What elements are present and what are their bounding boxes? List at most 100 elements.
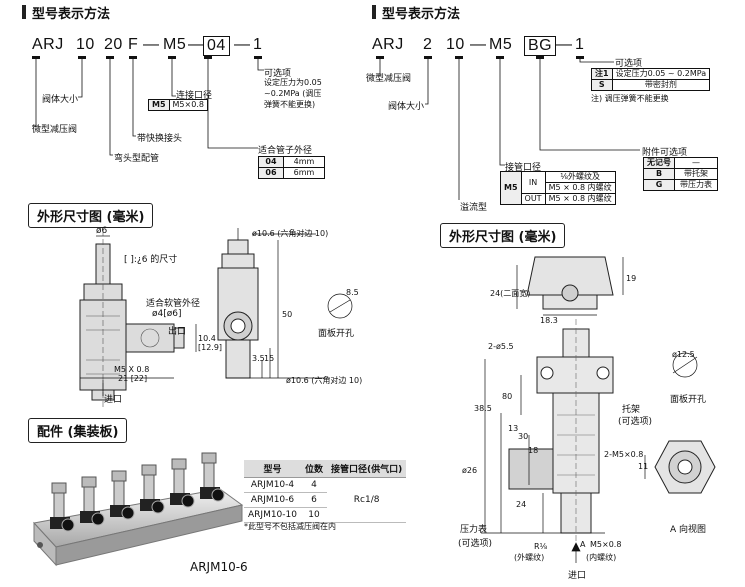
table-row: ARJM10-6 6: [244, 492, 406, 508]
right-dims-m5-sub: (内螺纹): [586, 553, 617, 562]
left-dims-50: 50: [282, 310, 293, 319]
manifold-image: [33, 452, 244, 567]
left-model-leaders: [32, 56, 264, 156]
left-micro-label: 微型减压阀: [32, 125, 78, 135]
left-port-val: M5×0.8: [168, 99, 208, 111]
left-elbow-label: 弯头型配管: [114, 154, 160, 164]
left-tube-val-06: 6mm: [283, 167, 325, 179]
right-opt-code-s: S: [591, 79, 613, 91]
acc-col-model: 型号: [244, 460, 301, 478]
left-dims-m5: M5 X 0.8: [114, 365, 150, 374]
right-acc-val-none: —: [674, 157, 718, 169]
right-dims-r18-sub: (外螺纹): [514, 553, 545, 562]
left-dims-panel: 面板开孔: [318, 329, 355, 339]
acc-stations: 6: [300, 492, 327, 508]
right-opt-label: 可选项: [615, 59, 643, 69]
right-port-in-v1: ⅛外螺纹及: [544, 171, 616, 183]
right-opt-val-1: 设定压力0.05 ~ 0.2MPa: [611, 68, 711, 80]
right-overflow-label: 溢流型: [460, 203, 488, 213]
right-acc-code-b: B: [643, 168, 675, 180]
acc-port: Rc1/8: [327, 477, 407, 523]
left-dims-tube-vals: ø4[ø6]: [152, 309, 182, 319]
right-port-in: IN: [520, 171, 546, 194]
left-dims-104: 10.4: [198, 334, 216, 343]
left-dims-tube-od: 适合软管外径: [146, 299, 201, 309]
right-dims-r18: R⅛: [534, 542, 548, 551]
left-dims-85: 8.5: [346, 288, 359, 297]
right-dims-11: 11: [638, 462, 649, 471]
left-tube-label: 适合管子外径: [258, 146, 313, 156]
right-body-label: 阀体大小: [388, 102, 425, 112]
left-port-label: 连接口径: [176, 91, 213, 101]
right-dims-drawing: [481, 256, 716, 563]
right-code-dash2: —: [556, 36, 573, 53]
left-dims-129: [12.9]: [198, 343, 223, 352]
right-dims-30: 30: [518, 432, 529, 441]
right-acc-code-g: G: [643, 179, 675, 191]
right-model-title: 型号表示方法: [372, 3, 460, 22]
right-code-arj: ARJ: [372, 36, 404, 53]
left-dims-title: 外形尺寸图 (毫米): [28, 203, 154, 228]
right-code-2: 2: [423, 36, 433, 53]
left-dims-phi6: ø6: [96, 226, 108, 236]
right-dims-m5: M5×0.8: [590, 540, 622, 549]
acc-stations: 10: [300, 507, 327, 523]
right-dims-385: 38.5: [474, 404, 492, 413]
acc-model: ARJM10-10: [244, 507, 301, 523]
right-opt-val-s: 带密封剂: [611, 79, 711, 91]
left-dims-35: 3.5: [252, 354, 265, 363]
left-dims-in: 进口: [104, 395, 123, 405]
right-dims-80: 80: [502, 392, 513, 401]
right-dims-phi26: ø26: [462, 466, 478, 475]
right-accessory-label: 附件可选项: [642, 148, 688, 158]
left-dims-d2: ø10.6 (六角对边 10): [286, 376, 363, 385]
right-dims-panel: 面板开孔: [670, 395, 707, 405]
right-code-bg: BG: [524, 36, 557, 56]
table-row: ARJM10-4 4 Rc1/8: [244, 477, 407, 523]
acc-stations: 4: [300, 477, 327, 493]
right-dims-19: 19: [626, 274, 637, 283]
right-dims-title: 外形尺寸图 (毫米): [440, 223, 566, 248]
acc-model: ARJM10-6: [244, 492, 301, 508]
right-dims-a-arrow: A: [580, 540, 586, 549]
left-code-10: 10: [76, 36, 95, 53]
right-dims-phi125: ø12.5: [672, 350, 695, 359]
left-code-dash2: —: [188, 36, 205, 53]
right-port-out: OUT: [520, 193, 546, 205]
left-opt-desc1: 设定压力为0.05: [264, 78, 322, 87]
left-model-title: 型号表示方法: [22, 3, 110, 22]
right-dims-13: 13: [508, 424, 519, 433]
right-code-10: 10: [446, 36, 465, 53]
right-dims-aview: A 向视图: [670, 525, 707, 535]
left-code-m5: M5: [163, 36, 187, 53]
left-opt-desc3: 弹簧不能更换): [264, 100, 316, 109]
acc-col-stations: 位数: [300, 460, 327, 478]
right-code-dash1: —: [470, 36, 487, 53]
right-acc-val-b: 带托架: [674, 168, 718, 180]
right-port-label: 接管口径: [505, 163, 542, 173]
right-code-1: 1: [575, 36, 585, 53]
right-dims-2phi55: 2-ø5.5: [488, 342, 514, 351]
right-code-m5: M5: [489, 36, 513, 53]
left-body-label: 阀体大小: [42, 95, 79, 105]
left-code-04: 04: [203, 36, 230, 56]
left-code-1: 1: [253, 36, 263, 53]
accessory-note: *此型号不包括减压阀在内: [244, 522, 336, 531]
left-opt-label: 可选项: [264, 69, 292, 79]
right-acc-val-g: 带压力表: [674, 179, 718, 191]
right-micro-label: 微型减压阀: [366, 74, 412, 84]
right-dims-in: 进口: [568, 571, 587, 581]
right-port-code: M5: [500, 171, 522, 205]
right-dims-2m5: 2-M5×0.8: [604, 450, 644, 459]
right-dims-gauge: 压力表: [460, 525, 488, 535]
right-dims-183: 18.3: [540, 316, 558, 325]
right-port-in-v2: M5 × 0.8 内螺纹: [544, 182, 616, 194]
left-dims-out: 出口: [168, 327, 187, 337]
left-dims-d1: ø10.6 (六角对边 10): [252, 229, 329, 238]
left-code-20: 20: [104, 36, 123, 53]
